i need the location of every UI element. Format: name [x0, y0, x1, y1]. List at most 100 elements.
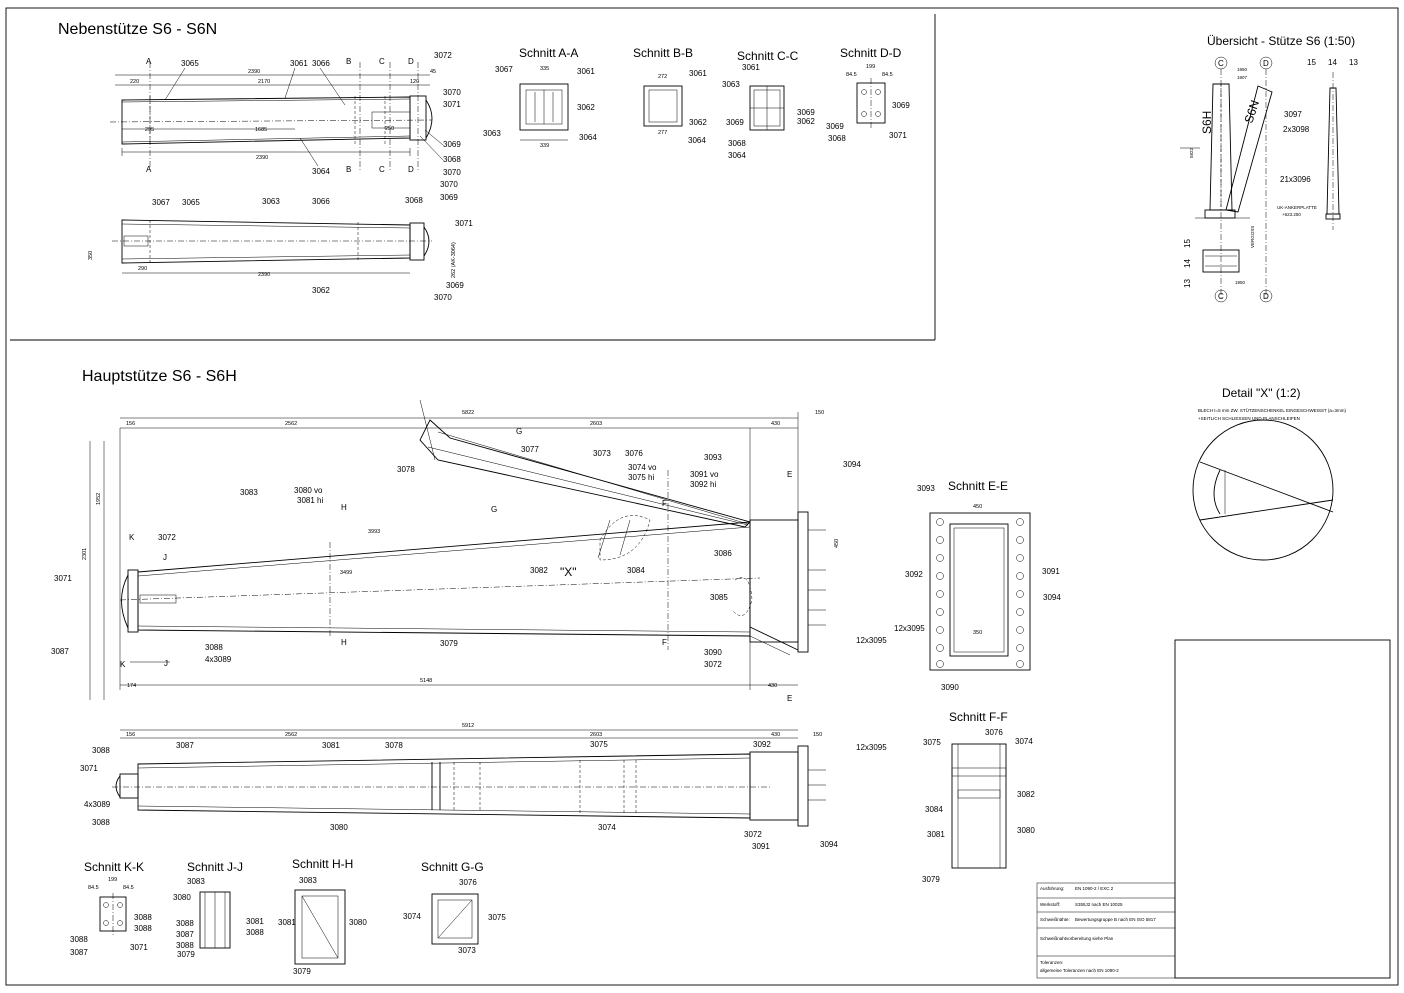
- pos-label: 3069: [446, 281, 464, 290]
- pos-label: 3071: [455, 219, 473, 228]
- pos-label: 3087: [70, 948, 88, 957]
- dim: 2603: [590, 421, 602, 427]
- pos-label: 3070: [440, 180, 458, 189]
- dim: 1907: [1237, 75, 1248, 80]
- pos-label: 3080: [330, 823, 348, 832]
- pos-label: 3092: [753, 740, 771, 749]
- cut-marker-c: C: [379, 165, 385, 174]
- pos-label: 3079: [922, 875, 940, 884]
- cut-marker-j: J: [163, 553, 167, 562]
- dim: 220: [130, 79, 139, 85]
- pos-label: 3077: [521, 445, 539, 454]
- dim: 5912: [462, 723, 474, 729]
- haupt-front-view: [89, 399, 826, 700]
- pos-label: 3086: [714, 549, 732, 558]
- pos-label: 3069: [826, 122, 844, 131]
- dim: 84.5: [846, 72, 857, 78]
- section-title-hh: Schnitt H-H: [292, 857, 353, 871]
- section-title-ff: Schnitt F-F: [949, 710, 1008, 724]
- bolt-hole: [936, 554, 944, 562]
- pos-label: 3078: [397, 465, 415, 474]
- pos-label: 4x3089: [84, 800, 111, 809]
- pos-label: 3069: [726, 118, 744, 127]
- pos-label: 3064: [312, 167, 330, 176]
- pos-label: 3063: [483, 129, 501, 138]
- axis-label: 15: [1307, 58, 1316, 67]
- axis-label: C: [1218, 292, 1224, 301]
- pos-label: 3078: [385, 741, 403, 750]
- dim: 120: [410, 79, 419, 85]
- pos-label: 3068: [828, 134, 846, 143]
- dim: 3499: [340, 570, 352, 576]
- pos-label: 3080: [1017, 826, 1035, 835]
- pos-label: 3066: [312, 197, 330, 206]
- dim: 2301: [82, 548, 88, 560]
- pos-label: 3076: [625, 449, 643, 458]
- axis-label: 14: [1183, 259, 1192, 268]
- pos-label: 3082: [1017, 790, 1035, 799]
- dim: 1950: [1235, 280, 1246, 285]
- pos-label: 3088: [176, 919, 194, 928]
- label-s6n: S6N: [1242, 98, 1263, 125]
- bolt-hole: [1016, 644, 1024, 652]
- cut-marker-g: G: [516, 427, 522, 436]
- dim: 150: [813, 732, 822, 738]
- cut-marker-e: E: [787, 470, 792, 479]
- pos-label: 3068: [405, 196, 423, 205]
- pos-label: 3088: [246, 928, 264, 937]
- bolt-hole: [936, 660, 944, 668]
- bolt-hole: [936, 644, 944, 652]
- bolt-hole: [936, 572, 944, 580]
- dim: 1950: [1237, 67, 1248, 72]
- pos-label: 3064: [688, 136, 706, 145]
- cut-marker-k: K: [129, 533, 135, 542]
- dim: 1952: [96, 493, 102, 505]
- pos-label: 3064: [579, 133, 597, 142]
- pos-label: 12x3095: [894, 624, 925, 633]
- pos-label: 3088: [205, 643, 223, 652]
- pos-label: 3072: [434, 51, 452, 60]
- bolt-hole: [1016, 590, 1024, 598]
- bolt-hole: [936, 626, 944, 634]
- dim: 350: [88, 251, 94, 260]
- bolt-hole: [1016, 536, 1024, 544]
- pos-label: 3074 vo: [628, 463, 657, 472]
- note-value: Bewertungsgruppe B nach EN ISO 5817: [1075, 917, 1156, 922]
- pos-label: 12x3095: [856, 743, 887, 752]
- cut-marker-g: G: [491, 505, 497, 514]
- pos-label: 3079: [293, 967, 311, 976]
- cut-marker-h: H: [341, 638, 347, 647]
- pos-label: 3094: [820, 840, 838, 849]
- axis-label: C: [1218, 59, 1224, 68]
- neben-title: Nebenstütze S6 - S6N: [58, 21, 217, 38]
- dim: 290: [138, 266, 147, 272]
- pos-label: 3074: [1015, 737, 1033, 746]
- pos-label: 3071: [889, 131, 907, 140]
- dim: 250: [385, 126, 394, 132]
- anchor-label: UK-ANKERPLATTE: [1277, 205, 1317, 210]
- cut-marker-b: B: [346, 165, 351, 174]
- pos-label: 3067: [495, 65, 513, 74]
- section-jj-drawing: [199, 891, 231, 949]
- dim: 1685: [255, 127, 267, 133]
- dim: 84.5: [88, 885, 99, 891]
- cut-marker-b: B: [346, 57, 351, 66]
- pos-label: 3070: [443, 168, 461, 177]
- detail-x-title: Detail "X" (1:2): [1222, 386, 1301, 400]
- dim: 84.5: [123, 885, 134, 891]
- dim: 5822: [1189, 147, 1194, 158]
- pos-label: 3076: [985, 728, 1003, 737]
- note-label: Toleranzen:: [1040, 960, 1063, 965]
- pos-label: 3074: [598, 823, 616, 832]
- pos-label: 3061: [290, 59, 308, 68]
- section-title-aa: Schnitt A-A: [519, 46, 578, 60]
- label-vergoss: VERGOSS: [1250, 226, 1255, 248]
- pos-label: 3094: [1043, 593, 1061, 602]
- pos-label: 3062: [689, 118, 707, 127]
- cut-marker-d: D: [408, 57, 414, 66]
- dim: 3993: [368, 529, 380, 535]
- pos-label: 3063: [722, 80, 740, 89]
- haupt-title: Hauptstütze S6 - S6H: [82, 368, 237, 385]
- pos-label: 3088: [70, 935, 88, 944]
- neben-top-view: [112, 219, 432, 274]
